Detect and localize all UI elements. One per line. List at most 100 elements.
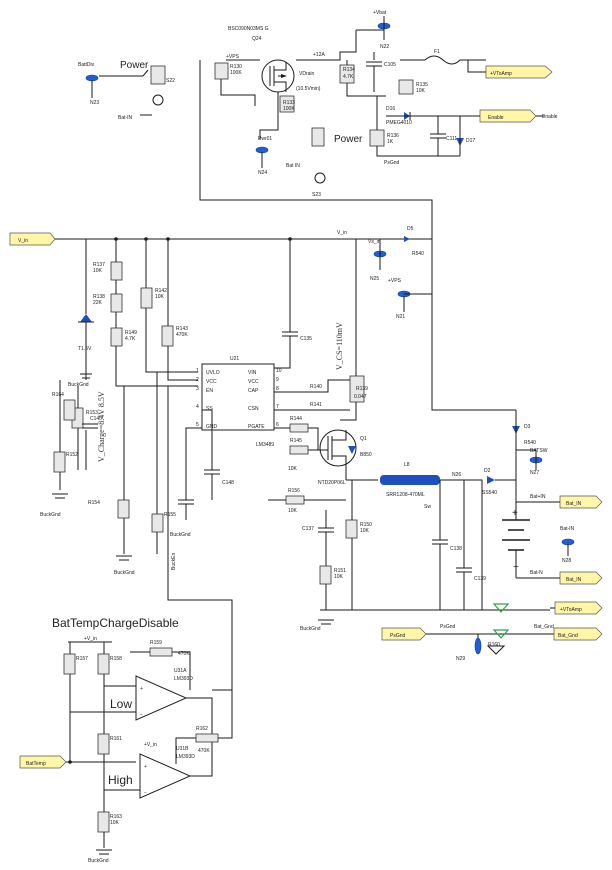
r162-ref: R162 <box>196 726 208 732</box>
port-enable <box>479 109 537 123</box>
u21-ic <box>201 363 275 431</box>
sw-power-mid <box>311 127 325 147</box>
n23-label: N23 <box>90 100 99 106</box>
n25-label: N25 <box>370 276 379 282</box>
s22-label: S22 <box>166 78 175 84</box>
d2-wire <box>495 479 517 500</box>
r151-val: 10K <box>334 574 344 580</box>
u21-pin-vcc-left: VCC <box>206 379 217 385</box>
vd-label: VDrain <box>299 71 315 77</box>
r142-val: 10K <box>155 294 165 300</box>
l8-ref: L8 <box>404 462 410 468</box>
r154-r155-wires <box>123 372 158 554</box>
d5-diode-icon <box>404 236 410 242</box>
vcharge-annotation: V_Charge=8.4V 8.5V <box>97 391 106 462</box>
op-high-plus-icon: + <box>144 764 147 770</box>
d2-diode-icon <box>487 476 495 484</box>
r136-wire <box>376 96 460 157</box>
bat-temp-section: BatTempChargeDisable +V_in R157 R158 R15… <box>19 612 233 864</box>
gnd-marker-icon <box>492 629 510 639</box>
top-rail-wire <box>226 30 357 61</box>
u21-num-7: 7 <box>276 404 279 410</box>
test-point-n29 <box>474 637 482 655</box>
port-bat-temp <box>19 755 67 769</box>
vcs-annotation: V_CS=110mV <box>335 322 344 370</box>
op-low-part: LM393D <box>174 676 193 682</box>
buckgnd-1-label: BuckGnd <box>68 382 89 388</box>
n27-ref-label: BATSW <box>530 448 548 454</box>
port-bat-in-right <box>559 495 603 509</box>
gnd-symbol <box>318 619 334 625</box>
r135-val: 10K <box>416 88 426 94</box>
r163-val: 10K <box>110 820 120 826</box>
r149-val: 4.7K <box>125 336 136 342</box>
u21-pin-uvlo: UVLO <box>206 370 220 376</box>
ground-ports-section: +VToAmp PsGnd PsGnd Bat_Gnd Bat_Gnd N29 … <box>381 601 603 662</box>
r145-ref: R145 <box>290 438 302 444</box>
gnd-symbol <box>52 493 68 499</box>
r163-ref: R163 <box>110 814 122 820</box>
vps-top-label: +VPS <box>226 54 240 60</box>
c111-label: C111 <box>446 136 457 142</box>
buckgnd-5-label: BuckGnd <box>170 532 191 538</box>
left-bottom-wires <box>59 380 87 490</box>
r137-val: 10K <box>93 268 103 274</box>
op-low-ref: U31A <box>174 668 187 674</box>
sw-power-mid-knob <box>314 172 326 184</box>
v-in-mid-label: Vs_in <box>368 239 381 245</box>
r164-ref: R164 <box>52 392 64 398</box>
r154-ref: R154 <box>88 500 100 506</box>
r157-resistor <box>63 653 76 675</box>
s23-label: S23 <box>312 192 321 198</box>
c148-label: C148 <box>222 480 234 486</box>
port-to-amp-top <box>485 65 553 79</box>
r163-resistor <box>97 811 110 833</box>
buck-en-drop-wire <box>212 612 233 691</box>
high-label: High <box>108 773 133 787</box>
r157-ref: R157 <box>76 656 88 662</box>
fuse-f1 <box>400 55 486 65</box>
gnd-symbol <box>96 849 112 855</box>
op-low-plus-icon: + <box>140 686 143 692</box>
r158-ref: R158 <box>110 656 122 662</box>
r136-resistor <box>369 129 385 147</box>
u21-num-3: 3 <box>196 386 199 392</box>
c148-cap <box>202 409 220 500</box>
buck-en-label: BuckEn <box>171 553 177 570</box>
r150-ref: R150 <box>360 522 372 528</box>
r152-ref: R152 <box>66 452 78 458</box>
port-bat-out-right <box>559 571 603 585</box>
d16-ref: D16 <box>386 106 395 112</box>
op-high-minus-icon: − <box>144 790 147 796</box>
c135-cap <box>274 239 298 369</box>
bat-in-small-label: Bat-IN <box>560 526 575 532</box>
buckgnd-6-label: BuckGnd <box>88 858 109 864</box>
l8-wire-out <box>440 479 483 610</box>
r162-val: 470K <box>198 748 210 754</box>
section-title: BatTempChargeDisable <box>52 616 179 630</box>
sense-wire <box>340 402 357 421</box>
sw-net-label: Sw <box>424 504 431 510</box>
r130-wire <box>220 79 256 106</box>
r152-resistor <box>53 451 66 473</box>
c138-label: C138 <box>450 546 462 552</box>
battdiv-label: BattDiv <box>78 62 95 68</box>
n27-label: N27 <box>530 470 539 476</box>
r151-resistor <box>319 565 332 585</box>
vin-plus2-label: +V_in <box>144 742 157 748</box>
r156-ref: R156 <box>288 488 300 494</box>
u21-pin-vin: VIN <box>248 370 257 376</box>
q1-ref: Q1 <box>360 436 367 442</box>
r164-resistor <box>63 399 76 421</box>
bat-neg-label: Bat-N <box>530 570 543 576</box>
batdiv-top-label: Pwr01 <box>258 136 272 142</box>
r145-val: 10K <box>288 466 298 472</box>
bat-in-right-label: Bat+IN <box>530 494 546 500</box>
enable-net-label: Enable <box>542 114 558 120</box>
zener-wire <box>78 239 94 380</box>
r154-resistor <box>117 499 130 519</box>
u21-num-1: 1 <box>196 368 199 374</box>
l8-inductor <box>380 475 440 485</box>
port-v-in-label: V_in <box>18 238 28 244</box>
zener-label: T1.5V <box>78 346 92 352</box>
